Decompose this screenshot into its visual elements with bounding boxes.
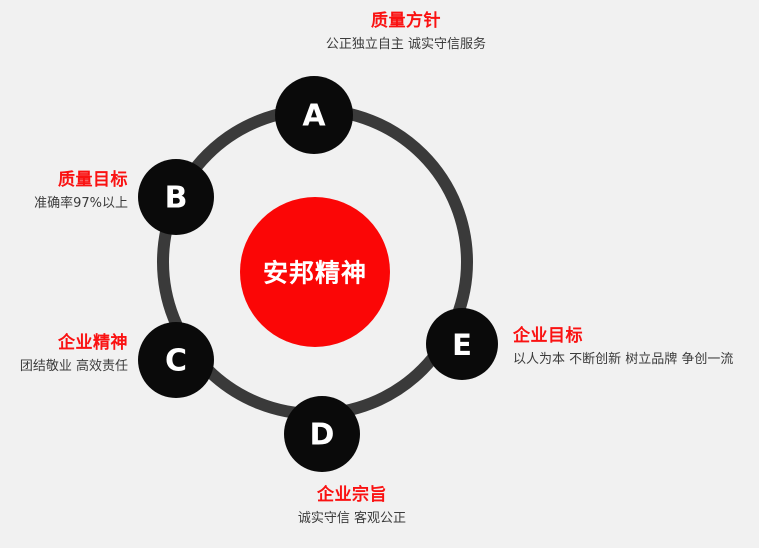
node-circle-c[interactable] xyxy=(138,322,214,398)
node-letter-e: E xyxy=(452,328,472,362)
node-circle-d[interactable] xyxy=(284,396,360,472)
node-letter-d: D xyxy=(310,418,335,453)
label-group-d: 企业宗旨 诚实守信 客观公正 xyxy=(222,485,482,528)
label-title-d: 企业宗旨 xyxy=(317,485,387,505)
label-subtitle-c: 团结敬业 高效责任 xyxy=(19,359,128,375)
label-title-b: 质量目标 xyxy=(58,170,128,190)
label-group-e: 企业目标 以人为本 不断创新 树立品牌 争创一流 xyxy=(513,326,759,369)
center-hub-circle xyxy=(240,197,390,347)
label-title-e: 企业目标 xyxy=(513,326,583,346)
label-title-a: 质量方针 xyxy=(371,11,441,31)
label-subtitle-b: 准确率97%以上 xyxy=(34,196,128,212)
node-circle-b[interactable] xyxy=(138,159,214,235)
node-circle-a[interactable] xyxy=(275,76,353,154)
label-title-c: 企业精神 xyxy=(58,333,128,353)
node-circle-e[interactable] xyxy=(426,308,498,380)
label-group-c: 企业精神 团结敬业 高效责任 xyxy=(0,333,128,376)
node-letter-a: A xyxy=(302,99,326,134)
label-group-a: 质量方针 公正独立自主 诚实守信服务 xyxy=(276,11,536,54)
center-hub-label: 安邦精神 xyxy=(263,259,367,288)
label-subtitle-a: 公正独立自主 诚实守信服务 xyxy=(325,37,487,53)
node-letter-c: C xyxy=(165,344,187,379)
label-group-b: 质量目标 准确率97%以上 xyxy=(0,170,128,213)
label-subtitle-e: 以人为本 不断创新 树立品牌 争创一流 xyxy=(513,352,734,368)
label-subtitle-d: 诚实守信 客观公正 xyxy=(297,511,407,527)
node-letter-b: B xyxy=(165,181,188,216)
